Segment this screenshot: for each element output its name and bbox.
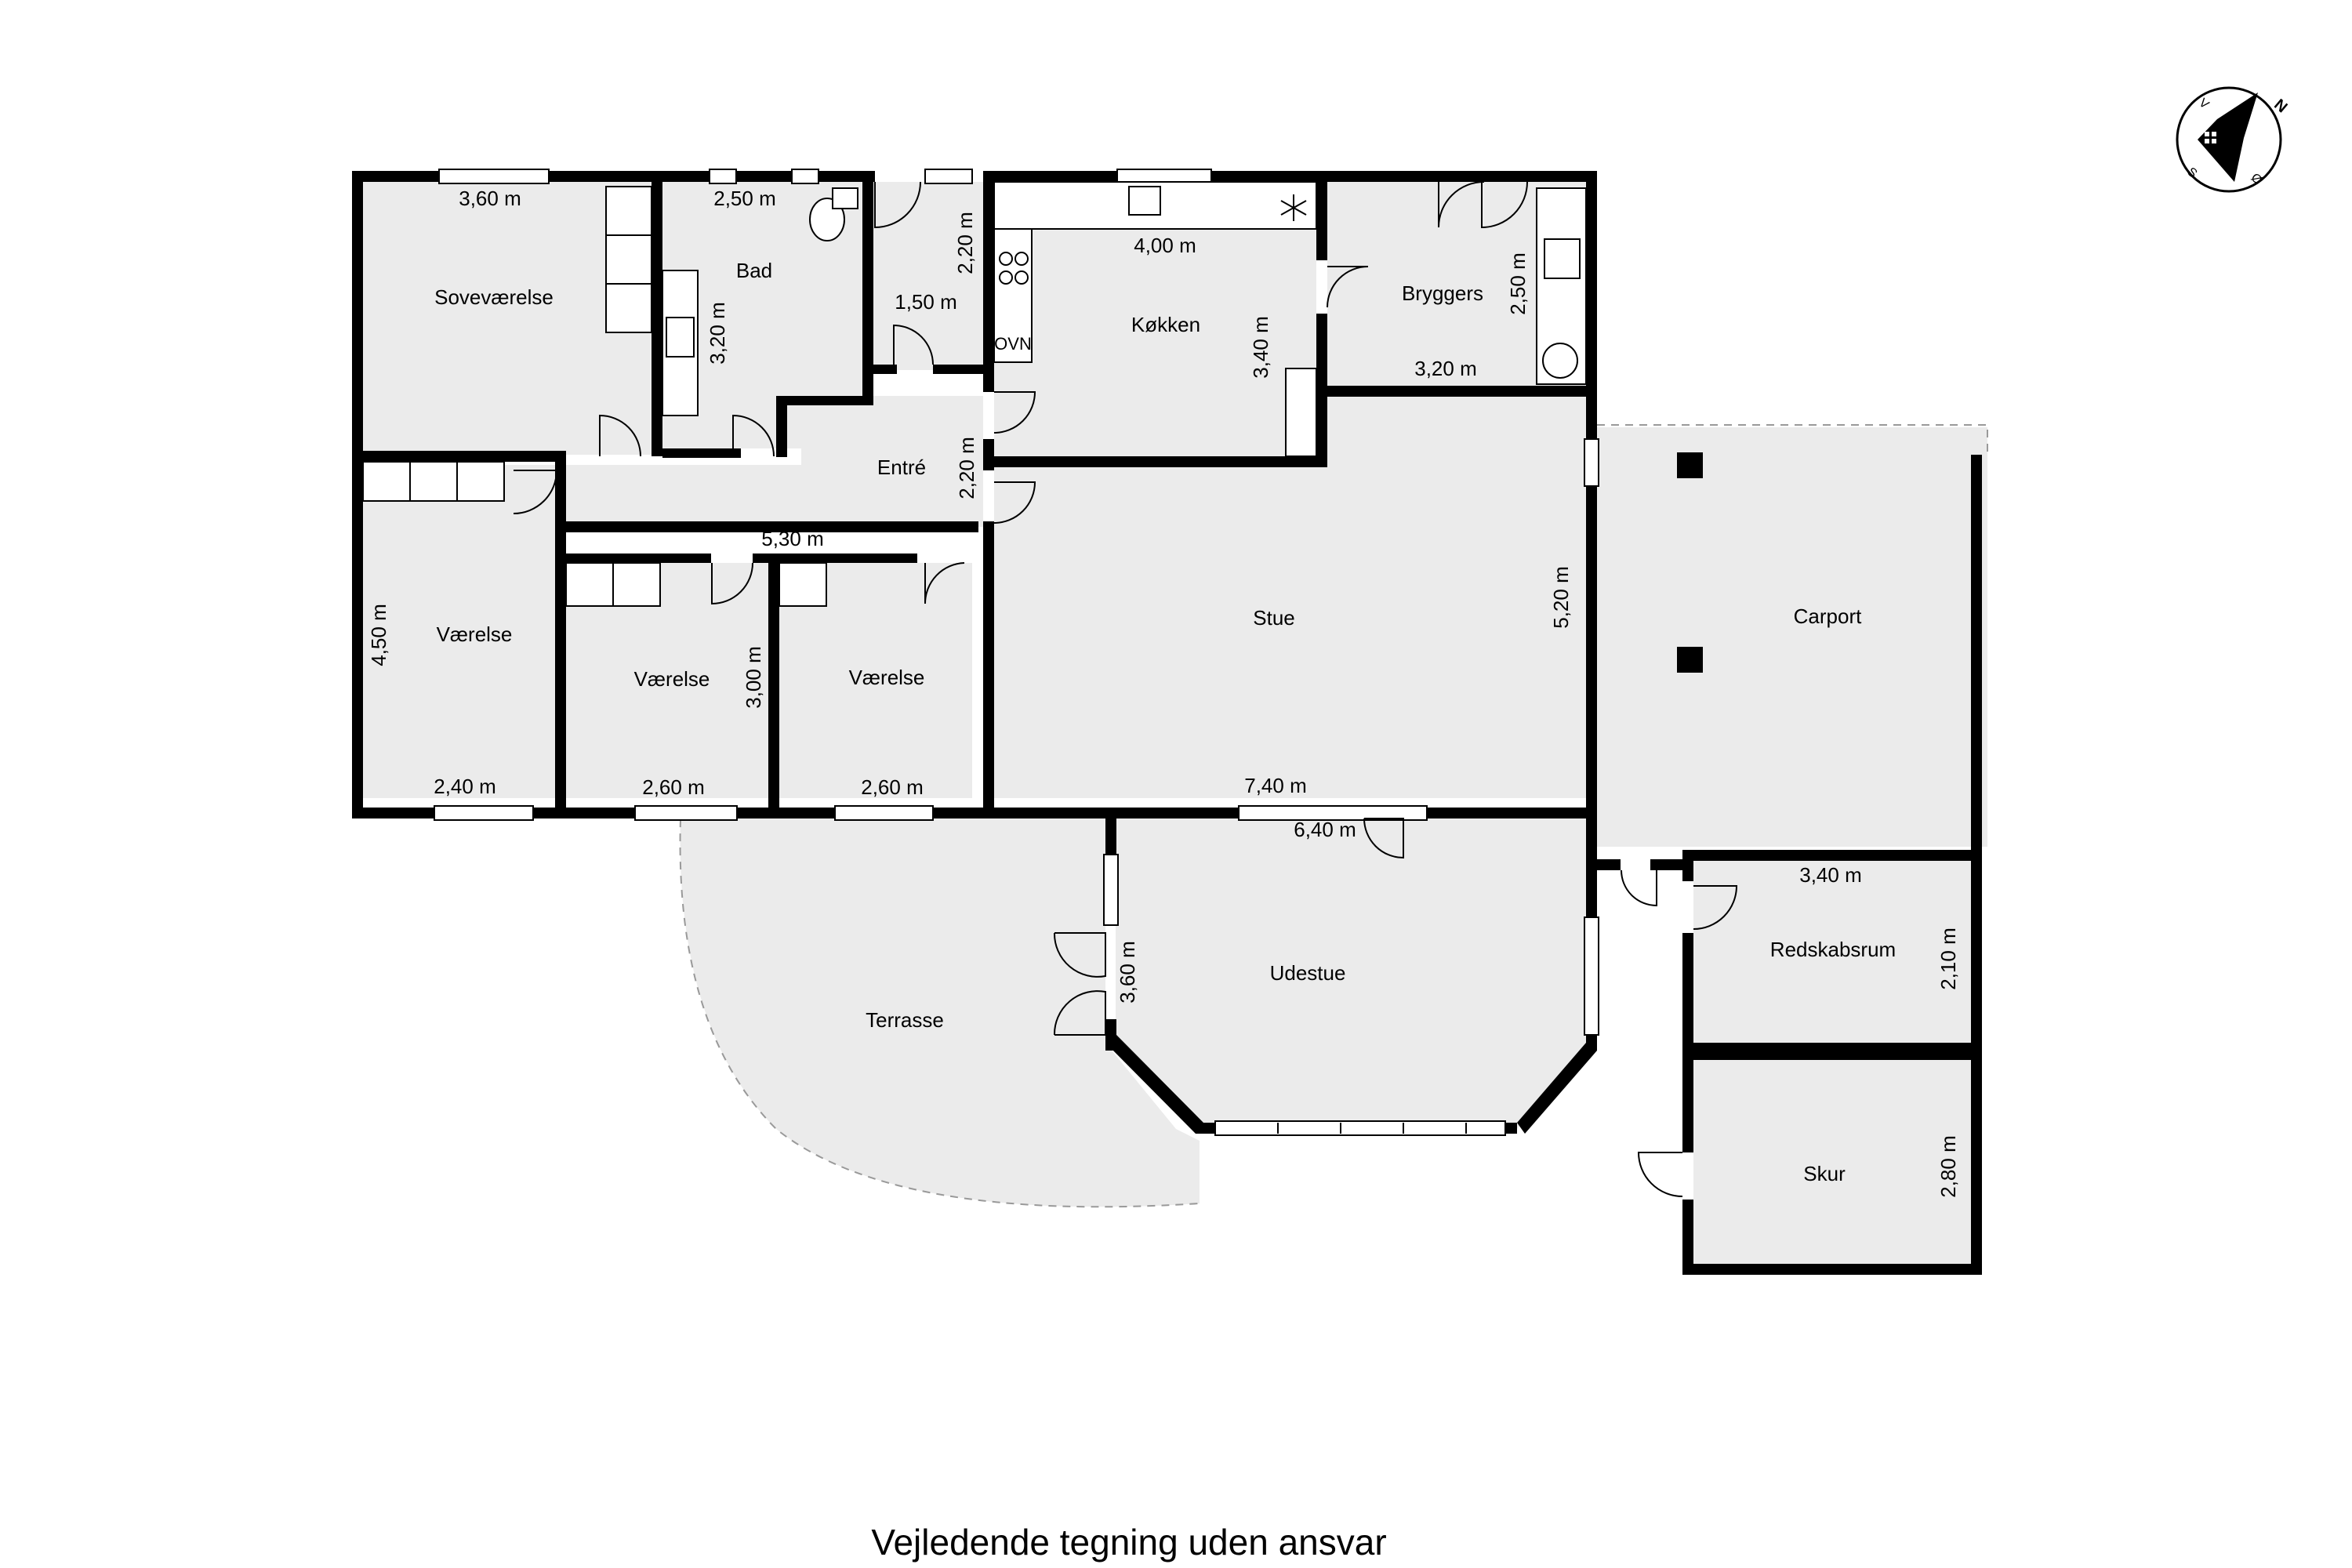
room-label-vaerelse1: Værelse [437, 622, 513, 646]
room-label-redskabsrum: Redskabsrum [1770, 938, 1896, 961]
dim-vaerelse2-h: 3,00 m [742, 646, 765, 709]
dim-redskabsrum-w: 3,40 m [1799, 863, 1862, 887]
room-label-bad: Bad [736, 259, 772, 282]
dim-vaerelse1-w: 2,40 m [434, 775, 496, 798]
dim-bad-w: 2,50 m [713, 187, 776, 210]
kitchen-sink-icon [1128, 186, 1161, 216]
dim-vaerelse2-w: 2,60 m [642, 775, 705, 799]
compass-house-icon: N Ø S V [2176, 86, 2290, 193]
dim-bryggers-h: 2,50 m [1506, 252, 1530, 315]
skur-floor [1693, 1060, 1971, 1264]
dim-koekken-w: 4,00 m [1134, 234, 1196, 257]
room-label-entre: Entré [877, 456, 926, 479]
dim-vaerelse3-w: 2,60 m [861, 775, 924, 799]
washing-machine-icon [1542, 343, 1578, 379]
fridge-snowflake-icon [1280, 194, 1307, 221]
room-label-terrasse: Terrasse [866, 1008, 944, 1032]
room-label-koekken: Køkken [1131, 313, 1200, 336]
dim-udestue-h: 3,60 m [1116, 941, 1139, 1004]
room-label-stue: Stue [1253, 606, 1295, 630]
hall-floor [873, 182, 983, 370]
entre-floor [561, 396, 983, 527]
fixtures [362, 181, 1587, 607]
dim-koekken-h: 3,40 m [1249, 316, 1272, 379]
terrasse-area [680, 815, 1200, 1207]
room-label-carport: Carport [1794, 604, 1862, 628]
dim-redskabsrum-h: 2,10 m [1936, 927, 1960, 990]
sovevaerelse-floor [363, 182, 652, 455]
room-label-bryggers: Bryggers [1402, 281, 1483, 305]
dim-entre-w: 5,30 m [761, 527, 824, 550]
dim-skur-h: 2,80 m [1936, 1135, 1960, 1198]
room-label-sovevaerelse: Soveværelse [434, 285, 554, 309]
udestue-floor [1116, 815, 1586, 1129]
dim-entre-h: 2,20 m [955, 437, 978, 499]
dim-stue-h: 5,20 m [1549, 566, 1573, 629]
dim-bad-h: 3,20 m [706, 302, 729, 365]
room-label-skur: Skur [1803, 1162, 1846, 1185]
oven-label: OVN [994, 334, 1032, 354]
carport-area [1597, 427, 1987, 847]
dim-hall-w: 1,50 m [895, 290, 957, 314]
windows [434, 169, 1599, 1136]
redskabsrum-floor [1693, 861, 1971, 1043]
disclaimer-text: Vejledende tegning uden ansvar [871, 1522, 1386, 1563]
dim-sovevaerelse-w: 3,60 m [459, 187, 521, 210]
dim-hall-h: 2,20 m [953, 212, 977, 274]
utility-sink-icon [1544, 238, 1581, 279]
vaerelse1-floor [363, 465, 555, 798]
room-label-vaerelse2: Værelse [634, 667, 710, 691]
dim-udestue-w: 6,40 m [1294, 818, 1356, 841]
room-label-vaerelse3: Værelse [849, 666, 925, 689]
stove-icon [999, 252, 1013, 266]
doors [513, 181, 1738, 1197]
dim-stue-w: 7,40 m [1244, 774, 1307, 797]
room-label-udestue: Udestue [1270, 961, 1346, 985]
dim-bryggers-w: 3,20 m [1414, 357, 1477, 380]
dim-vaerelse1-h: 4,50 m [367, 604, 390, 666]
